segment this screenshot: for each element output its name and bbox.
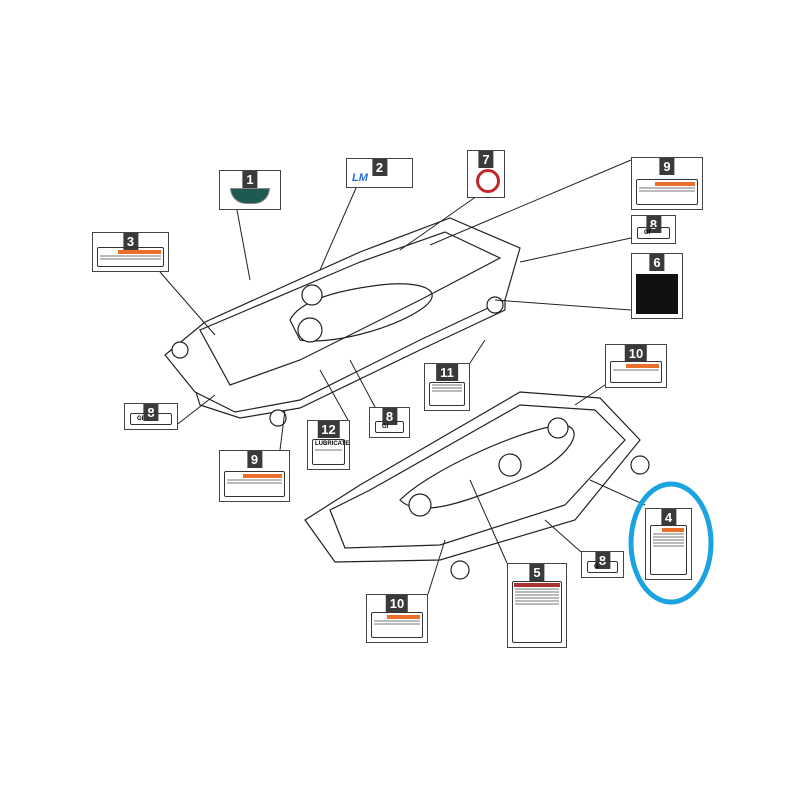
prohibition-icon <box>476 169 500 193</box>
lubricate-text: LUBRICATE <box>315 441 350 447</box>
callout-12-lubricate-decal[interactable]: 12 LUBRICATE <box>307 420 350 470</box>
leader-lines <box>159 159 646 595</box>
warning-label <box>97 247 164 267</box>
callout-number: 3 <box>122 233 139 250</box>
callout-number: 8 <box>143 404 159 421</box>
callout-5-safety-decal[interactable]: 5 <box>507 563 567 648</box>
callout-number: 10 <box>385 595 409 612</box>
callout-7-prohibition-decal[interactable]: 7 <box>467 150 505 198</box>
callout-9-warning-decal[interactable]: 9 <box>631 157 703 210</box>
lower-mower-deck <box>304 391 641 563</box>
callout-number: 8 <box>381 408 398 425</box>
belt-diagram-icon <box>636 274 678 314</box>
gi-label: GI <box>130 413 172 425</box>
callout-8-gi-decal[interactable]: 8 GI <box>631 215 676 244</box>
ls-logo-icon <box>230 188 270 204</box>
callout-1-logo-decal[interactable]: 1 <box>219 170 281 210</box>
g-label: G <box>587 561 618 573</box>
callout-number: 10 <box>624 345 648 362</box>
callout-number: 1 <box>242 171 258 188</box>
model-logo: LM <box>352 172 368 184</box>
lubricate-label: LUBRICATE <box>312 439 350 465</box>
callout-3-warning-decal[interactable]: 3 <box>92 232 169 272</box>
callout-number: 8 <box>645 216 662 233</box>
callout-number: 12 <box>317 421 340 438</box>
warning-label <box>636 179 698 205</box>
highlight-ellipse <box>628 481 714 605</box>
callout-11-info-decal[interactable]: 11 <box>424 363 470 411</box>
warning-label <box>224 471 285 497</box>
callout-8-gi-decal[interactable]: 8 GI <box>124 403 178 430</box>
callout-number: 4 <box>660 509 677 526</box>
callout-10-warning-decal[interactable]: 10 <box>605 344 667 388</box>
warning-label <box>371 612 423 638</box>
callout-10-warning-decal[interactable]: 10 <box>366 594 428 643</box>
warning-label <box>650 525 687 575</box>
safety-label <box>512 581 562 643</box>
gi-label: GI <box>375 421 404 433</box>
callout-4-warning-decal[interactable]: 4 <box>645 508 692 580</box>
callout-6-belt-routing-decal[interactable]: 6 <box>631 253 683 319</box>
gi-label: GI <box>637 227 670 239</box>
callout-number: 11 <box>436 364 458 381</box>
callout-9-warning-decal[interactable]: 9 <box>219 450 290 502</box>
callout-number: 9 <box>659 158 675 175</box>
warning-label <box>610 361 662 383</box>
callout-number: 7 <box>478 151 494 168</box>
callout-8-g-decal[interactable]: 8 G <box>581 551 624 578</box>
callout-number: 5 <box>529 564 545 581</box>
callout-number: 6 <box>649 254 665 271</box>
callout-2-model-decal[interactable]: 2 LM <box>346 158 413 188</box>
callout-number: 9 <box>246 451 263 468</box>
callout-8-gi-decal[interactable]: 8 GI <box>369 407 410 438</box>
callout-number: 8 <box>594 552 611 569</box>
info-label <box>429 382 465 406</box>
callout-number: 2 <box>371 159 388 176</box>
